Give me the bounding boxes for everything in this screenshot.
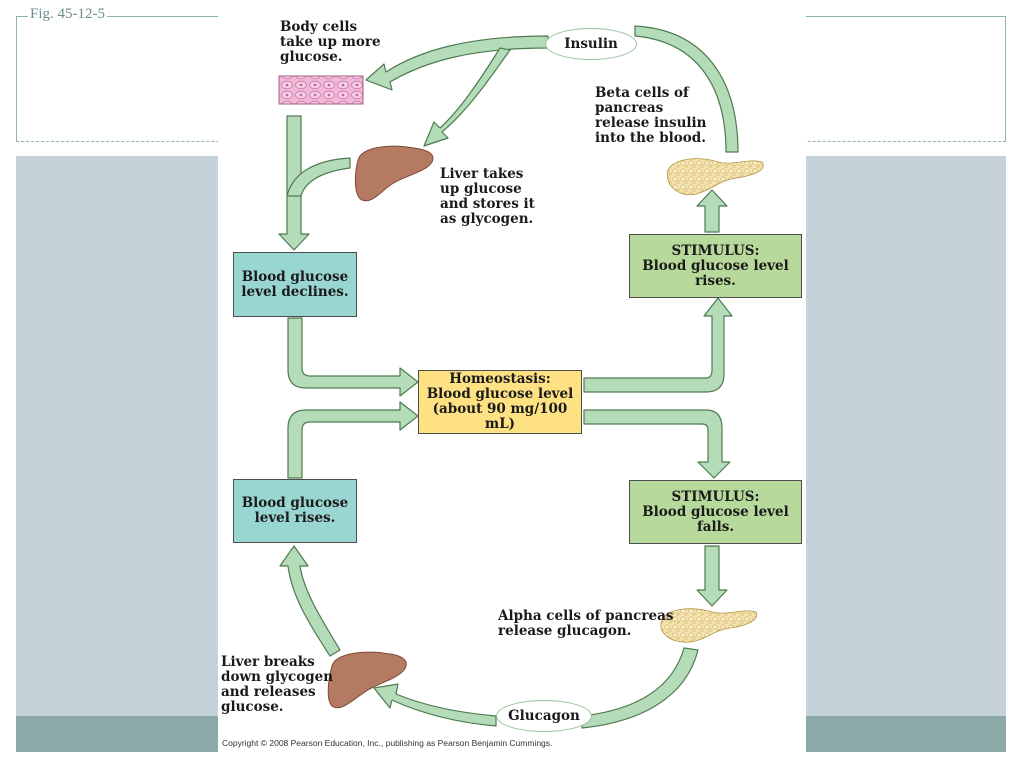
arrow-homeostasis-to-stimulus-falls [583, 409, 731, 479]
liver-bottom-icon [327, 651, 407, 709]
box-stimulus-rises: STIMULUS: Blood glucose level rises. [629, 234, 802, 298]
box-glucose-declines: Blood glucose level declines. [233, 252, 357, 317]
arrow-stimulus-to-beta-pancreas [696, 189, 728, 233]
liver-top-icon [354, 145, 434, 202]
arrow-level-rises-to-homeostasis [287, 401, 419, 479]
arrow-stimulus-to-alpha-pancreas [696, 545, 728, 607]
beta-cells-label: Beta cells of pancreas release insulin i… [595, 85, 707, 146]
box-homeostasis: Homeostasis: Blood glucose level (about … [418, 370, 582, 434]
arrow-pancreas-to-insulin [634, 25, 739, 153]
box-glucose-level-rises: Blood glucose level rises. [233, 479, 357, 543]
glucagon-oval: Glucagon [496, 700, 592, 732]
liver-takes-label: Liver takes up glucose and stores it as … [440, 166, 535, 227]
box-stimulus-falls: STIMULUS: Blood glucose level falls. [629, 480, 802, 544]
body-cells-tissue-icon [278, 75, 364, 105]
arrow-declines-to-homeostasis [287, 317, 419, 397]
arrow-homeostasis-to-stimulus-rises [583, 297, 733, 393]
liver-breaks-label: Liver breaks down glycogen and releases … [221, 654, 334, 715]
alpha-cells-label: Alpha cells of pancreas release glucagon… [498, 608, 674, 639]
figure-label: Fig. 45-12-5 [28, 6, 107, 23]
pancreas-beta-icon [667, 158, 764, 196]
arrow-liver-branch [286, 157, 351, 197]
copyright-notice: Copyright © 2008 Pearson Education, Inc.… [222, 738, 553, 748]
arrow-liver-to-level-rises [279, 545, 341, 657]
arrow-glucagon-to-liver [373, 683, 497, 727]
arrow-insulin-to-body-cells [365, 35, 549, 91]
insulin-oval: Insulin [545, 28, 637, 60]
arrow-insulin-to-liver [423, 47, 511, 147]
pancreas-alpha-icon [660, 608, 758, 643]
body-cells-label: Body cells take up more glucose. [280, 19, 381, 65]
arrow-pancreas-to-glucagon [581, 647, 699, 729]
